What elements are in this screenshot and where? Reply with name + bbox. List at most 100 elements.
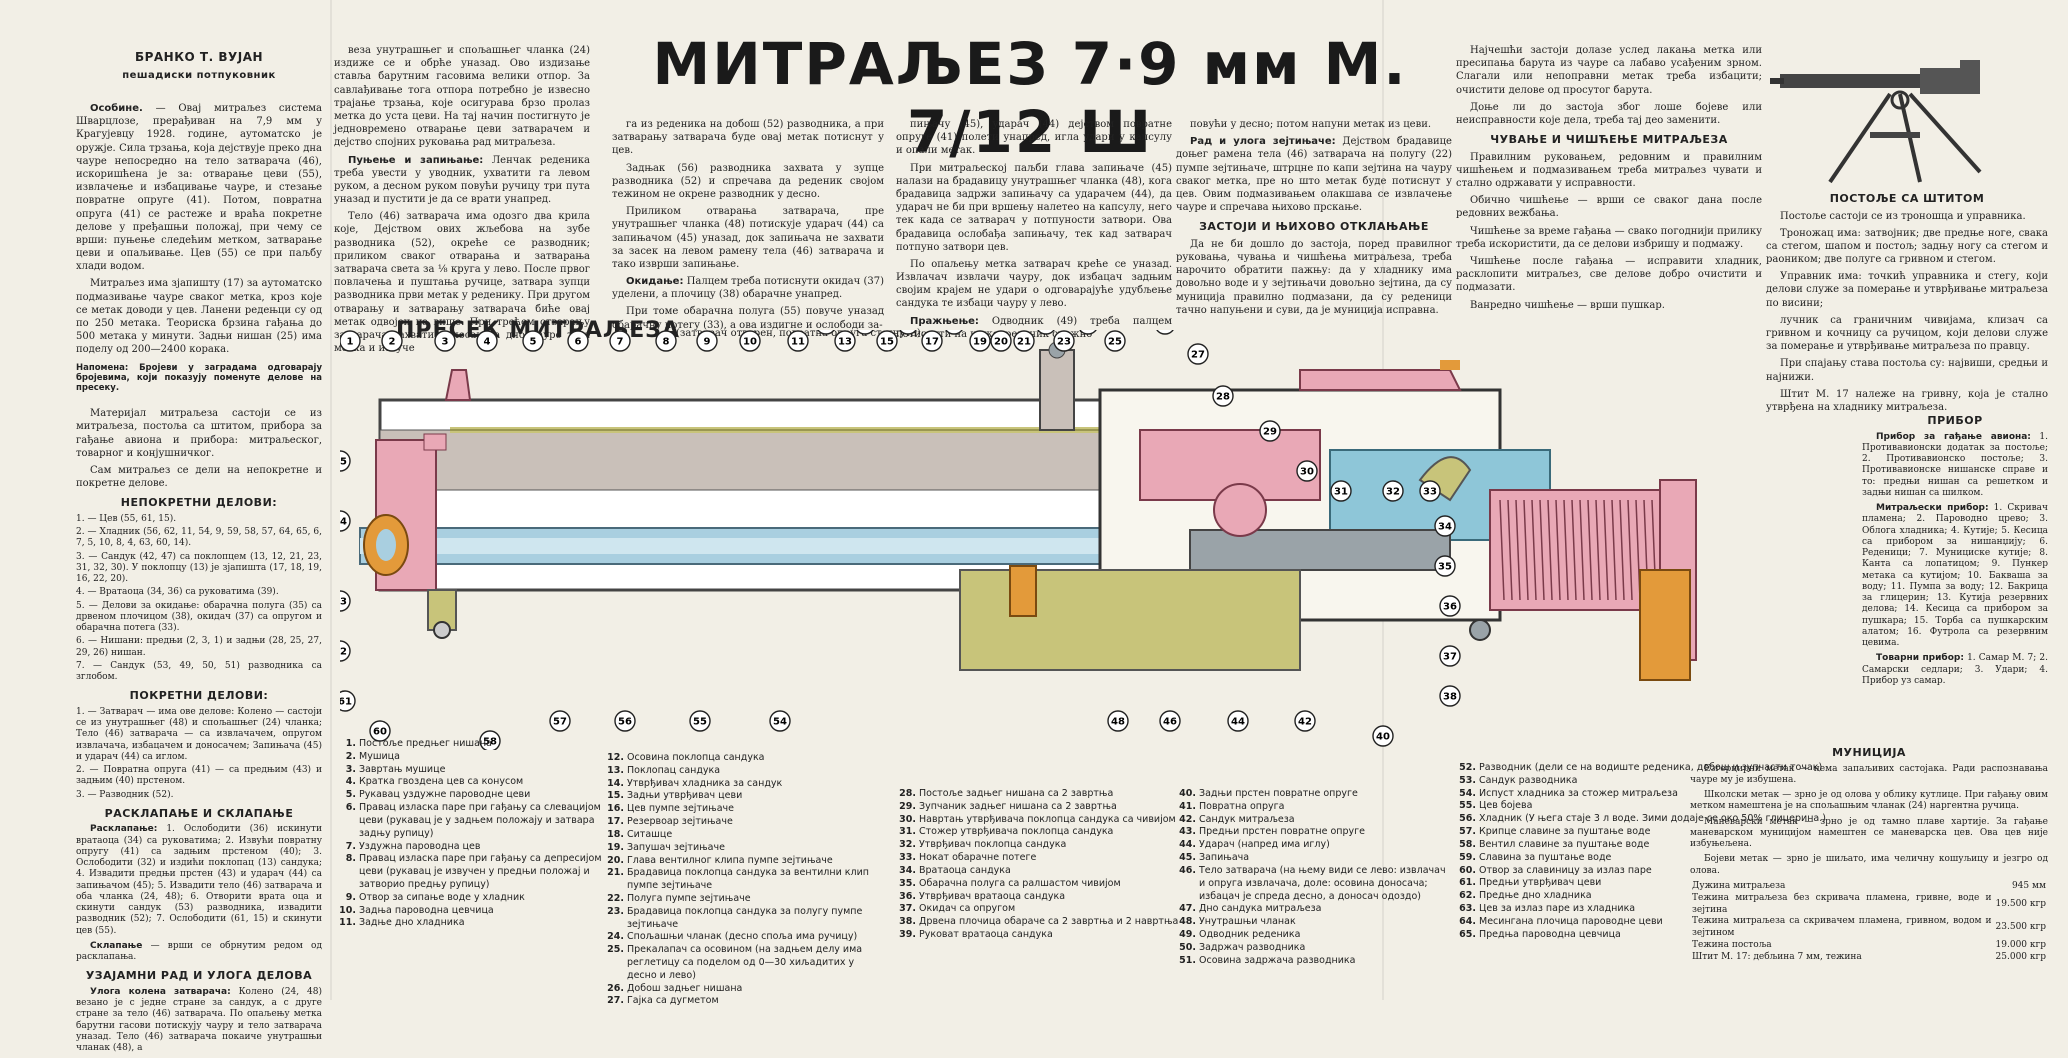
callout-number: 29 — [1263, 427, 1277, 438]
callout-number: 6 — [575, 337, 582, 348]
legend-label: Стожер утврђивача поклопца сандука — [919, 826, 1114, 838]
legend-number: 50. — [1179, 941, 1196, 953]
weights-value: 23.500 кгр — [1995, 922, 2046, 933]
legend-label: десно и лево) — [627, 969, 696, 981]
legend-label: Цев пумпе зејтињаче — [627, 803, 734, 815]
col6-p4: лучник са граничним чивијама, клизач са … — [1766, 314, 2048, 353]
sklapanje-text: — врши се обрнутим редом од расклапања. — [76, 940, 322, 963]
legend-item: 49.Одводник реденика — [1176, 929, 1456, 942]
cross-section-diagram: 1234567891011121314151617181920212223242… — [340, 330, 1697, 750]
cuvanje-heading: ЧУВАЊЕ И ЧИШЋЕЊЕ МИТРАЉЕЗА — [1490, 133, 1728, 147]
callout-26: 26 — [1156, 330, 1174, 335]
recoil-spring-coils — [1499, 499, 1657, 601]
legend-label: Поклопац сандука — [627, 764, 721, 776]
legend-number: 63. — [1459, 902, 1476, 914]
legend-item: десно и лево) — [604, 970, 884, 983]
col2-p7: Палцем треба потиснути окидач (37) уделе… — [612, 276, 884, 301]
callout-7: 7 — [609, 330, 631, 352]
nepokretni-item: 6. — Нишани: предњи (2, 3, 1) и задњи (2… — [76, 636, 322, 658]
col4-p1: повући у десно; потом напуни метак из це… — [1190, 119, 1432, 130]
legend-item: 24.Спољашњи чланак (десно споља има ручи… — [604, 931, 884, 944]
callout-number: 16 — [901, 330, 915, 331]
callout-19: 19 — [969, 330, 991, 352]
legend-label: Отвор за сипање воде у хладник — [359, 891, 525, 903]
col3-p2: При митраљеској паљби глава запињаче (45… — [896, 162, 1172, 253]
legend-item: 8.Правац изласка паре при гађању са депр… — [336, 853, 602, 866]
legend-item: 16.Цев пумпе зејтињаче — [604, 803, 884, 816]
legend-item: 22.Полуга пумпе зејтињаче — [604, 893, 884, 906]
column-6: Најчешћи застоји долазе услед лакања мет… — [1456, 44, 1762, 316]
legend-label: реглетицу са поделом од 0—30 хиљадитих у — [627, 957, 855, 968]
legend-label: Кратка гвоздена цев са конусом — [359, 776, 524, 788]
legend-number: 15. — [607, 790, 624, 802]
legend-item: 50.Задржач разводника — [1176, 942, 1456, 955]
rasklapanje-label: Расклапање: — [90, 824, 158, 835]
legend-number: 16. — [607, 803, 624, 815]
legend-label: Навртањ утврђивача поклопца сандука са ч… — [919, 813, 1176, 825]
callout-number: 11 — [791, 337, 805, 348]
legend-number: 55. — [1459, 800, 1476, 812]
legend-item: реглетицу са поделом од 0—30 хиљадитих у — [604, 957, 884, 970]
legend-label: Задња пароводна цевчица — [359, 904, 494, 916]
callout-31: 31 — [1330, 480, 1352, 502]
spring-coil — [1603, 499, 1609, 601]
callout-number: 58 — [483, 737, 497, 748]
legend-number: 11. — [339, 917, 356, 929]
callout-number: 5 — [530, 337, 537, 348]
legend-label: Брадавица поклопца сандука за вентилни к… — [627, 867, 869, 879]
legend-label: Руковат вратаоца сандука — [919, 928, 1053, 940]
sastav: Материјал митраљеза састоји се из митраљ… — [76, 408, 322, 459]
legend-item: 15.Задњи утврђивач цеви — [604, 790, 884, 803]
callout-number: 36 — [1443, 602, 1457, 613]
machine-gun-on-tripod-illustration — [1770, 60, 1982, 184]
legend-item: и опруга извлачача, доле: осовина доноса… — [1176, 878, 1456, 891]
zastoji-heading: ЗАСТОЈИ И ЊИХОВО ОТКЛАЊАЊЕ — [1199, 220, 1429, 234]
legend-label: Глава вентилног клипа пумпе зејтињаче — [627, 854, 833, 866]
callout-54: 54 — [769, 710, 791, 732]
legend-label: Утврђивач вратаоца сандука — [919, 890, 1066, 902]
legend-number: 57. — [1459, 826, 1476, 838]
callout-20: 20 — [990, 330, 1012, 352]
legend-number: 31. — [899, 826, 916, 838]
napomena-text: Напомена: Бројеви у заградама одговарају… — [76, 362, 322, 393]
col6-p3: Управник има: точкић управника и стегу, … — [1766, 271, 2048, 309]
nepokretni-heading: НЕПОКРЕТНИ ДЕЛОВИ: — [120, 496, 278, 510]
legend-item: 63.Цев за излаз паре из хладника — [1456, 903, 1686, 916]
callout-61: 61 — [340, 690, 356, 712]
legend-item: 57.Крипце славине за пуштање воде — [1456, 826, 1686, 839]
callout-number: 33 — [1423, 487, 1437, 498]
callout-number: 48 — [1111, 717, 1125, 728]
sastav2: Сам митраљез се дели на непокретне и пок… — [76, 464, 322, 490]
callout-number: 10 — [743, 337, 757, 348]
legend-item: 59.Славина за пуштање воде — [1456, 852, 1686, 865]
weights-label: Дужина митраљеза — [1692, 880, 1786, 891]
pokretni-item: 1. — Затварач — има ове делове: Колено —… — [76, 706, 322, 762]
legend-column-e: 52.Разводник (дели се на водиште реденик… — [1456, 762, 1826, 941]
callout-4: 4 — [476, 330, 498, 352]
callout-38: 38 — [1439, 685, 1461, 707]
callout-number: 60 — [373, 727, 387, 738]
legend-label: Мушица — [359, 750, 400, 762]
legend-label: цеви (рукавац је у задњем положају и зат… — [359, 814, 595, 826]
callout-number: 4 — [484, 337, 491, 348]
mitr-pribor-text: 1. Скривач пламена; 2. Пароводно црево; … — [1862, 503, 2048, 649]
nepokretni-item: 2. — Хладник (56, 62, 11, 54, 9, 59, 58,… — [76, 527, 322, 549]
callout-21: 21 — [1013, 330, 1035, 352]
legend-label: Уздужна пароводна цев — [359, 840, 481, 852]
legend-label: Осовина задржача разводника — [1199, 954, 1356, 966]
legend-item: 19.Запушач зејтињаче — [604, 842, 884, 855]
callout-22: 22 — [1037, 330, 1055, 335]
legend-item: 35.Обарачна полуга са ралшастом чивијом — [896, 878, 1176, 891]
legend-item: 33.Нокат обарачне потеге — [896, 852, 1176, 865]
legend-item: 53.Сандук разводника — [1456, 775, 1686, 788]
spring-coil — [1595, 499, 1601, 601]
col5-p6: Чишћење после гађања — исправити хладник… — [1456, 255, 1762, 294]
legend-item: 37.Окидач са опругом — [896, 903, 1176, 916]
legend-label: Прекалапач са осовином (на задњем делу и… — [627, 944, 863, 956]
legend-item: 43.Предњи прстен повратне опруге — [1176, 826, 1456, 839]
author-rank: пешадиски потпуковник — [122, 69, 276, 81]
nepokretni-item: 4. — Вратаоца (34, 36) са руковатима (39… — [76, 587, 279, 598]
legend-number: 61. — [1459, 877, 1476, 889]
